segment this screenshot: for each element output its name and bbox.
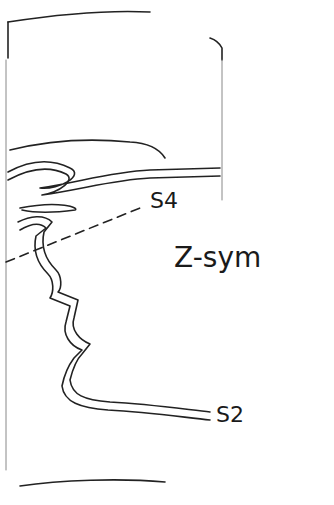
core-right-side [222,60,223,200]
core-top-edge [7,22,9,58]
core-left-side [6,60,7,470]
upper-layer [8,162,220,189]
label-text: Z-sym [174,244,261,272]
core-bottom-arc [20,480,165,486]
upper-layer [10,140,165,158]
upper-layer [8,169,220,195]
label-text: S2 [216,404,244,426]
core-top-arc [8,11,150,22]
upper-layer [20,205,76,213]
label-text: S4 [150,190,178,212]
core-right-top [210,38,222,60]
axial-trace [6,206,145,262]
